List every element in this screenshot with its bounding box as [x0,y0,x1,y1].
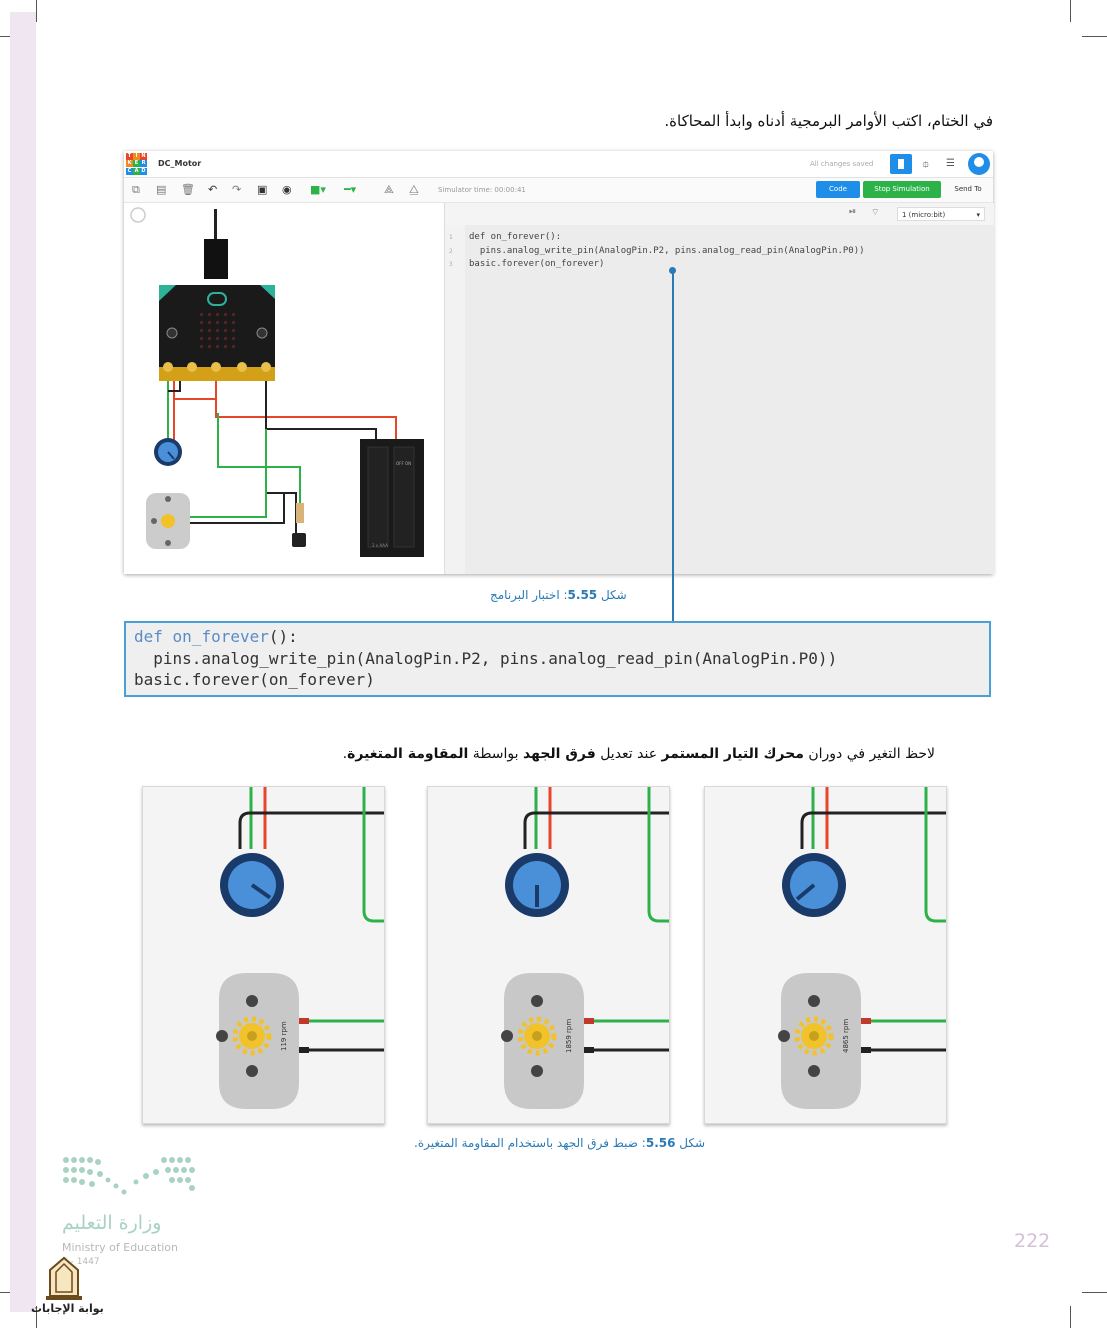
callout-dot [669,267,676,274]
fit-view-icon [130,207,146,223]
undo-icon[interactable]: ↶ [208,183,218,196]
tinkercad-topbar: T I N K E R C A D DC_Motor All changes s… [124,151,993,178]
trash-icon[interactable]: 🗑 [181,183,195,196]
microbit-select[interactable]: 1 (micro:bit) [897,207,985,222]
page-side-strip [10,12,36,1312]
resistor [296,503,304,523]
knob-pointer [795,883,816,901]
crop-mark [36,0,37,22]
code-button[interactable]: Code [816,181,860,198]
code-line-2: pins.analog_write_pin(AnalogPin.P2, pins… [469,245,865,256]
tinkercad-window: T I N K E R C A D DC_Motor All changes s… [124,151,994,574]
portal-logo-icon [46,1256,82,1300]
flip-icon[interactable]: ⧋ [409,183,419,196]
gear-icon [794,1016,834,1056]
gear-icon [232,1016,272,1056]
crop-mark [1070,0,1071,22]
step-icon[interactable]: ⏯ [849,207,857,217]
usb-connector [204,239,228,279]
line-gutter [445,225,465,574]
stop-simulation-button[interactable]: Stop Simulation [863,181,941,198]
code-line-3: basic.forever(on_forever) [469,259,605,269]
motor-panel-1: 119 rpm [142,786,385,1124]
intro-heading: في الختام، اكتب الأوامر البرمجية أدناه و… [664,112,993,130]
inspect-icon[interactable]: ◉ [282,183,292,196]
circuit-diagram: OFF ON 2 x AAA [130,207,424,557]
portal-name: بوابة الإجابات [31,1302,104,1315]
circuit-canvas[interactable]: OFF ON 2 x AAA [124,203,444,574]
transistor [292,533,306,547]
crop-mark [36,1306,37,1328]
simulator-time: Simulator time: 00:00:41 [438,186,526,194]
rpm-readout: 4865 rpm [842,1019,850,1053]
wire-type-icon[interactable]: ━▾ [344,183,357,196]
figure-caption-5-56: شكل 5.56: ضبط فرق الجهد باستخدام المقاوم… [414,1136,706,1150]
redo-icon[interactable]: ↷ [232,183,242,196]
tinkercad-toolbar: ⧉ ▤ 🗑 ↶ ↷ ▣ ◉ ■▾ ━▾ ⟁ ⧋ Simulator time: … [124,178,993,203]
wifi-icon[interactable]: ⌔ [871,208,880,218]
code-box-line-3: basic.forever(on_forever) [134,670,375,689]
battery-switch-label: OFF ON [396,461,411,466]
send-to-button[interactable]: Send To [954,185,982,193]
crop-mark [1070,1306,1071,1328]
code-box-line-2: pins.analog_write_pin(AnalogPin.P2, pins… [134,648,838,668]
ministry-name-arabic: وزارة التعليم [62,1212,162,1234]
notes-icon[interactable]: ▣ [257,183,268,196]
user-avatar[interactable] [968,153,990,175]
ministry-year: 5 - 1447 [62,1257,100,1267]
code-editor-bar: ⏯ ⌔ 1 (micro:bit) [445,203,994,225]
ministry-name-english: Ministry of Education [62,1241,179,1254]
tinkercad-logo[interactable]: T I N K E R C A D [126,153,147,175]
code-listing: def on_forever(): pins.analog_write_pin(… [124,621,991,697]
rpm-readout: 119 rpm [280,1021,288,1051]
rotate-icon[interactable]: ⟁ [384,183,394,196]
paste-icon[interactable]: ▤ [156,183,167,196]
figure-caption-5-55: شكل 5.55: اختبار البرنامج [490,588,627,602]
ministry-logo-icon [63,1157,195,1195]
component-icon[interactable]: ⯐ [922,160,930,171]
observation-heading: لاحظ التغير في دوران محرك التيار المستمر… [342,746,935,762]
circuit-view-button[interactable] [890,154,912,174]
code-line-1: def on_forever(): [469,232,562,242]
chip-icon [898,159,904,169]
motor-panel-3: 4865 rpm [704,786,947,1124]
gear-icon [517,1016,557,1056]
crop-mark [1082,36,1107,37]
knob-pointer [250,883,272,900]
color-picker-icon[interactable]: ■▾ [310,183,326,196]
project-title[interactable]: DC_Motor [158,159,202,168]
page-number: 222 [1014,1230,1051,1252]
copy-icon[interactable]: ⧉ [132,183,140,196]
rpm-readout: 1859 rpm [565,1019,573,1053]
callout-line [672,270,674,621]
crop-mark [1082,1292,1107,1293]
motor-panel-2: 1859 rpm [427,786,670,1124]
battery-label: 2 x AAA [372,543,388,548]
list-icon[interactable]: ☰ [946,158,955,169]
save-status: All changes saved [810,160,874,168]
